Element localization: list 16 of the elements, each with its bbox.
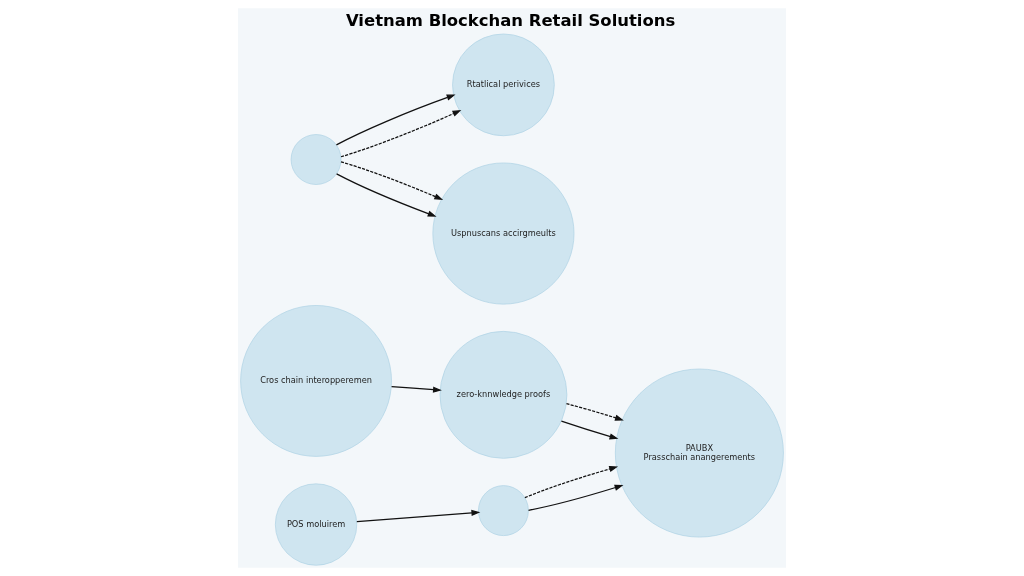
- diagram-title: Vietnam Blockchan Retail Solutions: [345, 10, 676, 30]
- arrow: [524, 466, 619, 499]
- node-circle: POS moluirem: [275, 483, 358, 566]
- arrow: [335, 94, 456, 146]
- arrow: [356, 509, 481, 523]
- node-circle: Cros chain interopperemen: [240, 305, 392, 457]
- arrow: [527, 484, 624, 511]
- arrow: [340, 109, 462, 158]
- arrow: [560, 420, 619, 440]
- node-circle: [478, 485, 529, 536]
- arrow: [335, 173, 437, 217]
- arrow: [390, 385, 442, 393]
- node-circle: [290, 134, 342, 185]
- arrow: [565, 403, 624, 421]
- node-circle: zero-knnwledge proofs: [439, 331, 568, 459]
- arrow: [340, 161, 444, 200]
